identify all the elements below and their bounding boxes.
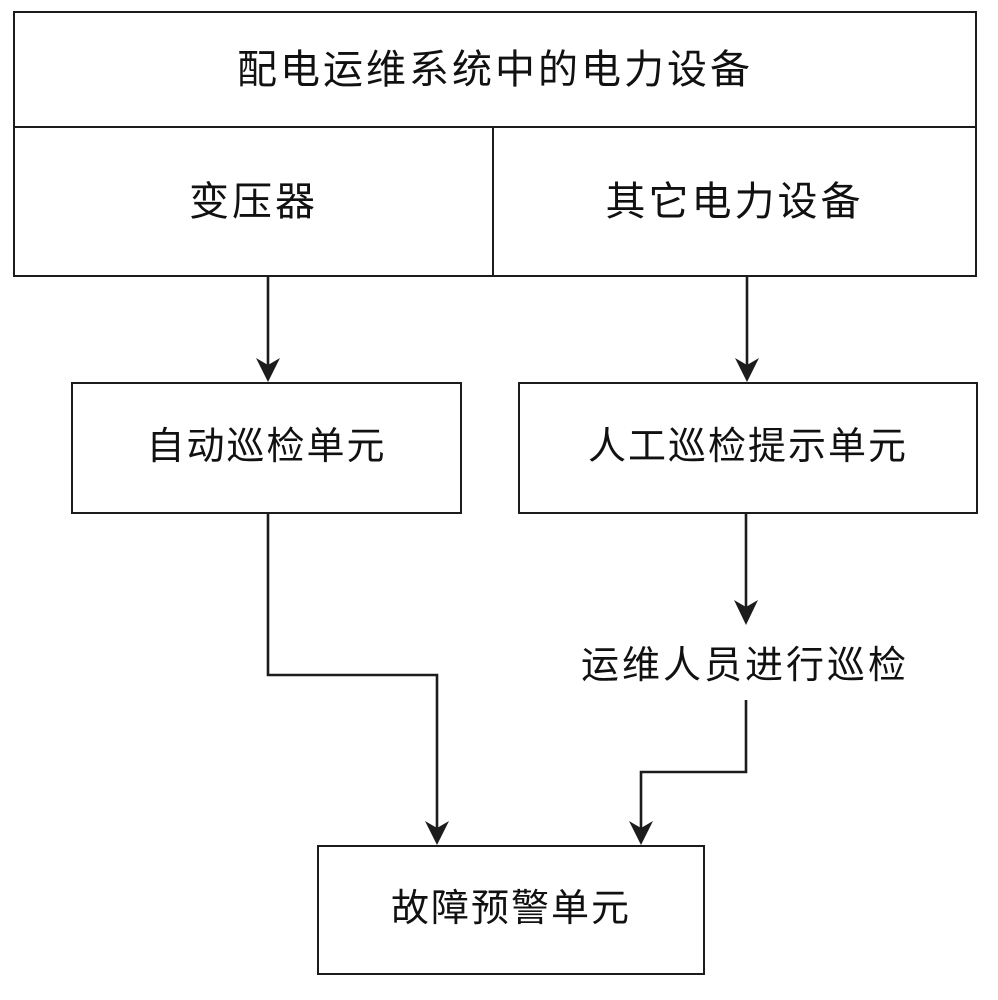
node-label: 其它电力设备 (605, 178, 864, 224)
node-staff-performs-inspection-label: 运维人员进行巡检 (580, 645, 909, 687)
node-label: 故障预警单元 (390, 888, 631, 931)
node-label: 人工巡检提示单元 (587, 426, 908, 469)
node-label: 配电运维系统中的电力设备 (237, 46, 753, 92)
node-other-power-equipment[interactable]: 其它电力设备 (494, 128, 975, 275)
node-transformer[interactable]: 变压器 (15, 128, 494, 275)
arrowhead-icon (629, 821, 653, 845)
arrowhead-icon (425, 821, 449, 845)
node-auto-inspection-unit[interactable]: 自动巡检单元 (71, 382, 462, 514)
node-manual-inspection-prompt-unit[interactable]: 人工巡检提示单元 (518, 382, 978, 514)
edge-other-equipment-to-manual-prompt (735, 277, 759, 382)
arrowhead-icon (734, 600, 758, 625)
edge-line (266, 514, 439, 832)
edge-transformer-to-auto-inspect (256, 277, 280, 382)
node-fault-alarm-unit[interactable]: 故障预警单元 (317, 845, 705, 975)
edge-auto-inspect-to-fault-alarm (266, 514, 449, 845)
node-label: 变压器 (189, 178, 318, 224)
edge-line (639, 700, 748, 832)
node-label: 自动巡检单元 (146, 426, 387, 469)
node-subcell-row: 变压器 其它电力设备 (15, 128, 975, 275)
arrowhead-icon (735, 358, 759, 382)
arrowhead-icon (256, 358, 280, 382)
edge-manual-prompt-to-staff-inspect (734, 514, 758, 625)
edge-staff-inspect-to-fault-alarm (629, 700, 748, 845)
node-power-equipment-system[interactable]: 配电运维系统中的电力设备 变压器 其它电力设备 (13, 11, 977, 277)
node-power-equipment-system-title: 配电运维系统中的电力设备 (15, 13, 975, 128)
